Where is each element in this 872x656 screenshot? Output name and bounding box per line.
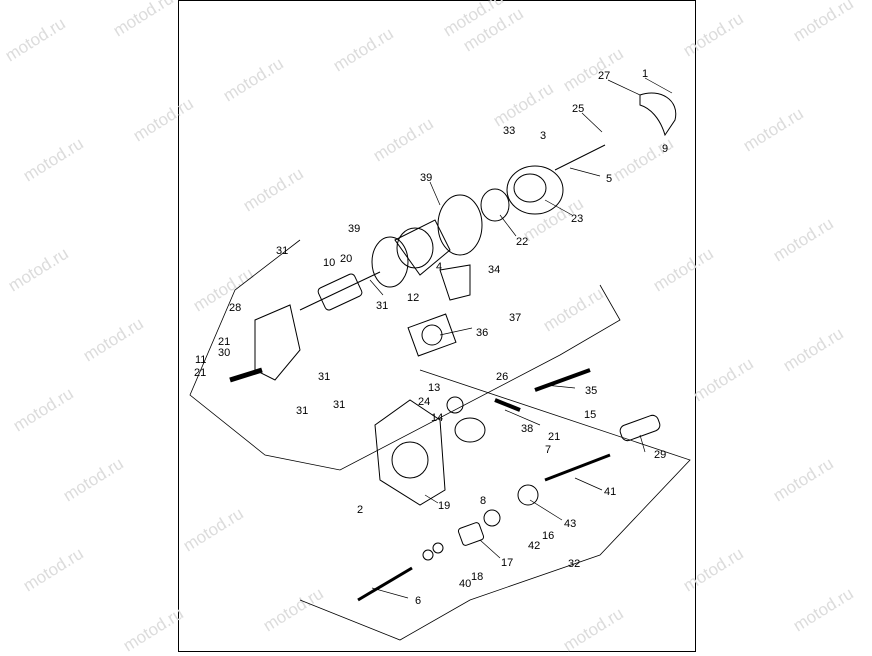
callout-number: 6 — [415, 595, 421, 607]
callout-number: 32 — [568, 558, 580, 570]
callout-number: 21 — [548, 431, 560, 443]
callout-number: 16 — [542, 530, 554, 542]
callout-number: 21 — [194, 367, 206, 379]
callout-number: 31 — [296, 405, 308, 417]
callout-number: 5 — [606, 173, 612, 185]
part-24-pinion — [446, 396, 464, 414]
callout-number: 31 — [276, 245, 288, 257]
part-10-armature — [317, 273, 363, 311]
part-39-ring-a — [437, 194, 483, 256]
callout-number: 20 — [340, 253, 352, 265]
callout-number: 26 — [496, 371, 508, 383]
part-20-field-frame — [394, 219, 451, 276]
part-5-shaft — [554, 144, 606, 171]
part-39-ring-b — [371, 236, 409, 288]
part-23-housing — [506, 165, 564, 215]
part-42-bushing — [483, 509, 501, 527]
callout-number: 28 — [229, 302, 241, 314]
part-28-end-housing — [254, 304, 301, 381]
callout-number: 23 — [571, 213, 583, 225]
callout-number: 24 — [418, 396, 430, 408]
callout-number: 14 — [431, 412, 443, 424]
callout-number: 7 — [545, 444, 551, 456]
callout-number: 18 — [471, 571, 483, 583]
part-40-washer — [422, 549, 434, 561]
callout-number: 11 — [195, 354, 206, 366]
callout-number: 41 — [604, 486, 616, 498]
callout-number: 9 — [662, 143, 668, 155]
callout-number: 22 — [516, 236, 528, 248]
part-19-drive-housing — [374, 399, 446, 506]
part-34-solenoid — [439, 264, 471, 301]
part-27-cover — [639, 92, 677, 137]
callout-number: 36 — [476, 327, 488, 339]
callout-number: 13 — [428, 382, 440, 394]
callout-number: 25 — [572, 103, 584, 115]
callout-number: 17 — [501, 557, 513, 569]
part-26-clutch — [454, 417, 486, 443]
callout-number: 34 — [488, 264, 500, 276]
callout-number: 43 — [564, 518, 576, 530]
callout-number: 10 — [323, 257, 335, 269]
callout-number: 30 — [218, 347, 230, 359]
part-17-gear — [457, 522, 485, 546]
part-6-bolt — [357, 566, 413, 602]
group-outline-upper — [189, 239, 621, 471]
callout-number: 27 — [598, 70, 610, 82]
callout-number: 40 — [459, 578, 471, 590]
callout-number: 12 — [407, 292, 419, 304]
callout-number: 1 — [642, 68, 648, 80]
callout-number: 3 — [540, 130, 546, 142]
callout-number: 37 — [509, 312, 521, 324]
part-18-washer — [432, 542, 444, 554]
callout-number: 35 — [585, 385, 597, 397]
part-22-brushholder — [480, 188, 510, 222]
callout-number: 42 — [528, 540, 540, 552]
part-35-shaft — [534, 368, 591, 392]
part-43-bushing — [517, 484, 539, 506]
callout-number: 8 — [480, 495, 486, 507]
part-29-sleeve — [619, 414, 661, 442]
callout-number: 2 — [357, 504, 363, 516]
callout-number: 15 — [584, 409, 596, 421]
callout-number: 39 — [420, 172, 432, 184]
callout-number: 19 — [438, 500, 450, 512]
part-11-spring — [229, 367, 263, 383]
part-36-gasket — [407, 313, 457, 357]
callout-number: 38 — [521, 423, 533, 435]
callout-number: 31 — [376, 300, 388, 312]
callout-number: 4 — [436, 261, 442, 273]
callout-number: 29 — [654, 449, 666, 461]
part-38-spring — [494, 398, 521, 412]
callout-number: 21 — [218, 336, 230, 348]
callout-number: 31 — [333, 399, 345, 411]
callout-number: 39 — [348, 223, 360, 235]
group-outline-lower — [299, 369, 691, 641]
callout-number: 31 — [318, 371, 330, 383]
callout-number: 33 — [503, 125, 515, 137]
part-41-shaft — [544, 453, 611, 482]
